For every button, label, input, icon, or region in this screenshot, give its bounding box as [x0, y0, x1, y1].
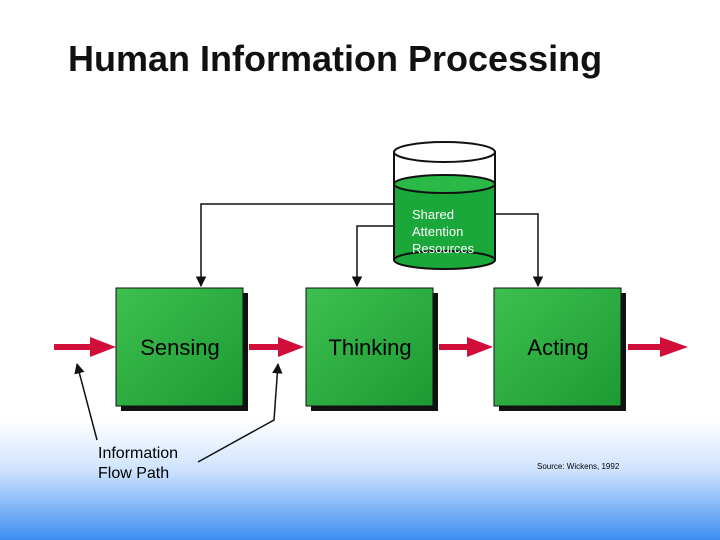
flow-path-label: Information Flow Path	[98, 444, 178, 484]
resource-label: Shared Attention Resources	[412, 206, 474, 257]
attention-cylinder	[393, 141, 496, 270]
flow-path-label-line1: Information	[98, 445, 179, 462]
stage-box-thinking	[305, 287, 438, 411]
resource-connectors	[195, 203, 544, 288]
flow-arrow-in	[54, 337, 116, 357]
stage-label-thinking: Thinking	[328, 335, 412, 360]
flow-arrow-sensing-thinking	[249, 337, 304, 357]
flow-path-label-line2: Flow Path	[98, 465, 170, 482]
resource-label-line1: Shared	[412, 207, 454, 222]
stage-box-sensing	[115, 287, 248, 411]
flow-path-pointers	[74, 362, 283, 463]
stage-label-sensing: Sensing	[140, 335, 220, 360]
resource-label-line2: Attention	[412, 224, 464, 239]
source-citation: Source: Wickens, 1992	[537, 462, 620, 471]
stage-box-acting	[493, 287, 626, 411]
slide-title: Human Information Processing	[68, 38, 603, 79]
flow-arrow-thinking-acting	[439, 337, 493, 357]
flow-arrows	[54, 337, 688, 357]
flow-arrow-out	[628, 337, 688, 357]
resource-label-line3: Resources	[412, 241, 475, 256]
stage-label-acting: Acting	[527, 335, 589, 360]
